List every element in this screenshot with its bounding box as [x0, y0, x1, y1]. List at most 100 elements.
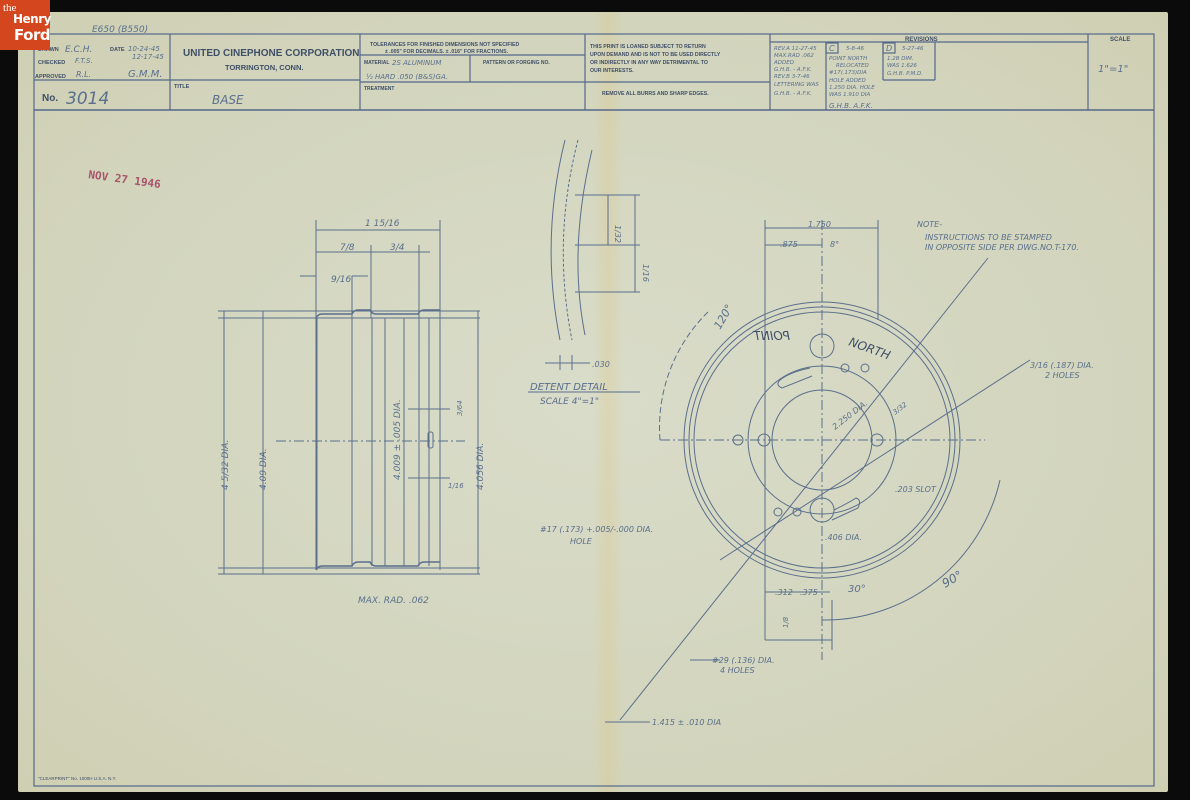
rev-c-line: #17(.173)DIA	[829, 70, 867, 76]
dia-409: 4.09 DIA.	[259, 448, 269, 490]
rev-c-line: WAS 1.910 DIA	[829, 92, 871, 98]
holes-136-note: #29 (.136) DIA.	[712, 656, 775, 665]
angle-90: 90°	[940, 568, 965, 591]
detent-thickness: .030	[592, 360, 610, 369]
dia-outer: 4 5/32 DIA.	[221, 440, 231, 490]
date-value-1: 10-24-45	[128, 45, 160, 53]
slot-width: .203 SLOT	[895, 485, 937, 494]
dim-small-width: 9/16	[331, 275, 351, 285]
drawn-label: DRAWN	[38, 47, 59, 53]
rev-d-line: 1.2B DIM.	[887, 56, 914, 62]
hole-note-line-2: HOLE	[570, 537, 593, 546]
approved-value: R.L.	[76, 70, 91, 79]
rev-b-line: REV.B 3-7-46	[774, 74, 810, 80]
rev-a-line: ADDED	[773, 60, 794, 66]
rev-d-line: WAS 1.626	[887, 63, 917, 69]
detent-detail-drawing	[528, 139, 640, 393]
approved-initials: G.M.M.	[128, 69, 163, 80]
title-label: TITLE	[174, 84, 190, 90]
holes-136-count: 4 HOLES	[720, 666, 755, 675]
rev-b-line: G.H.B. - A.F.K.	[774, 91, 812, 97]
hole-note-line-1: #17 (.173) +.005/-.000 DIA.	[540, 525, 653, 534]
rev-c-line: RELOCATED	[836, 63, 869, 69]
date-value-2: 12-17-45	[132, 53, 164, 61]
dim-3-32: 3/32	[891, 400, 909, 416]
checked-value: F.T.S.	[75, 57, 93, 65]
rev-a-line: REV.A 11-27-45	[774, 46, 817, 52]
detent-dim-a: 1/32	[613, 225, 622, 243]
rev-c-line: G.H.B. A.F.K.	[829, 102, 873, 110]
stamp-north: NORTH	[847, 335, 892, 363]
rev-c-line: 1.250 DIA. HOLE	[829, 85, 875, 91]
material-value-2: ½ HARD .050 (B&S)GA.	[366, 73, 448, 81]
scale-value: 1"=1"	[1098, 64, 1128, 75]
detent-detail-scale: SCALE 4"=1"	[540, 397, 599, 407]
approved-label: APPROVED	[35, 74, 66, 80]
drawn-value: E.C.H.	[65, 45, 92, 55]
dia-1415: 1.415 ± .010 DIA	[652, 718, 721, 727]
burrs-notice: REMOVE ALL BURRS AND SHARP EDGES.	[602, 91, 709, 97]
stamp-point: POINT	[752, 329, 790, 343]
side-view-drawing	[218, 220, 480, 575]
dim-left-width: 7/8	[340, 243, 355, 253]
rev-d-line: 5-27-46	[902, 46, 924, 52]
dim-1-16: 1/16	[448, 482, 464, 490]
rev-a-line: MAX.RAD .062	[774, 53, 814, 59]
dim-312: .312	[775, 588, 793, 597]
treatment-label: TREATMENT	[364, 86, 394, 92]
dia-4009: 4.009 ± .005 DIA.	[393, 399, 403, 480]
checked-label: CHECKED	[38, 60, 65, 66]
rev-d-letter: D	[886, 44, 892, 53]
number-label: No.	[42, 93, 58, 104]
material-value-1: 2S ALUMINUM	[392, 59, 441, 67]
rev-c-line: POINT NORTH	[829, 56, 867, 62]
angle-30: 30°	[848, 584, 866, 595]
loan-notice-3: OR INDIRECTLY IN ANY WAY DETRIMENTAL TO	[590, 60, 708, 66]
rev-b-line: LETTERING WAS	[774, 82, 819, 88]
dia-406: .406 DIA.	[825, 533, 862, 542]
dia-2250: 2.250 DIA.	[831, 399, 870, 432]
blueprint-sheet	[18, 12, 1168, 792]
pattern-label: PATTERN OR FORGING NO.	[483, 60, 550, 66]
material-label: MATERIAL	[364, 60, 389, 66]
loan-notice-2: UPON DEMAND AND IS NOT TO BE USED DIRECT…	[590, 52, 721, 58]
rev-c-letter: C	[829, 44, 835, 53]
dim-1-8: 1/8	[782, 616, 790, 628]
dim-right-width: 3/4	[390, 243, 405, 253]
date-label: DATE	[110, 47, 125, 53]
holes-187-note: 3/16 (.187) DIA.	[1030, 361, 1094, 370]
company-location: TORRINGTON, CONN.	[225, 63, 303, 72]
top-note: E650 (B550)	[92, 25, 148, 35]
scale-label: SCALE	[1110, 37, 1130, 43]
angle-120: 120°	[711, 302, 736, 331]
loan-notice-4: OUR INTERESTS.	[590, 68, 634, 74]
dim-8-degrees: 8°	[830, 240, 839, 249]
tolerances-line-2: ± .005" FOR DECIMALS. ± .016" FOR FRACTI…	[385, 49, 509, 55]
revisions-label: REVISIONS	[905, 37, 938, 43]
holes-187-count: 2 HOLES	[1045, 371, 1080, 380]
paper-form-text: "CLEARPRINT" No. 1000H U.S.A. N.Y.	[38, 776, 116, 781]
rev-c-line: 5-8-46	[846, 46, 864, 52]
dim-375: .375	[800, 588, 818, 597]
note-line-1: INSTRUCTIONS TO BE STAMPED	[925, 233, 1052, 242]
logo-ford: Ford	[14, 26, 51, 44]
dim-overall-width: 1 15/16	[365, 219, 400, 229]
rev-c-line: HOLE ADDED	[829, 78, 866, 84]
dim-3-64: 3/64	[456, 400, 464, 416]
detent-dim-b: 1/16	[641, 264, 650, 282]
plan-view-drawing	[605, 220, 1031, 723]
rev-a-line: G.H.B. - A.F.K.	[774, 67, 812, 73]
dim-875: .875	[780, 240, 798, 249]
drawing-title: BASE	[212, 93, 244, 107]
received-date-stamp: NOV 27 1946	[88, 168, 162, 191]
tolerances-line-1: TOLERANCES FOR FINISHED DIMENSIONS NOT S…	[370, 42, 519, 48]
drawing-border	[33, 33, 1155, 787]
rev-d-line: G.H.B. P.M.D.	[887, 71, 923, 77]
detent-detail-title: DETENT DETAIL	[530, 382, 608, 393]
logo-the: the	[3, 2, 17, 14]
company-name: UNITED CINEPHONE CORPORATION	[183, 48, 360, 59]
dia-4056: 4.056 DIA.	[476, 443, 486, 490]
note-title: NOTE-	[917, 220, 942, 229]
logo-henry: Henry	[13, 12, 51, 26]
